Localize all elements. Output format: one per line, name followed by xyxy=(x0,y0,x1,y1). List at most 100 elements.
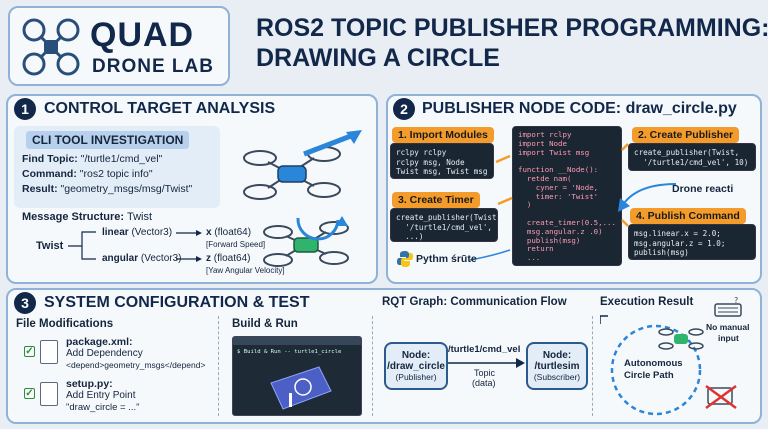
node1-id: /draw_circle xyxy=(387,361,445,372)
step-create-timer: 3. Create Timer xyxy=(392,192,480,208)
find-topic-label: Find Topic: xyxy=(22,153,78,165)
x-field: x (float64) xyxy=(206,227,251,238)
import-code-box: rclpy rclpy rclpy msg, Node Twist msg, T… xyxy=(390,143,494,179)
command-value: "ros2 topic info" xyxy=(79,168,153,180)
angular-field: angular (Vector3) xyxy=(102,253,181,264)
pkg-line2: <depend>geometry_msgs</depend> xyxy=(66,360,206,370)
auto-line1: Autonomous xyxy=(624,358,683,369)
cli-title: CLI TOOL INVESTIGATION xyxy=(26,131,190,149)
linear-field: linear (Vector3) xyxy=(102,227,172,238)
terminal-text: $ Build & Run -- turtle1_circle xyxy=(237,349,342,355)
x-desc: [Forward Speed] xyxy=(206,240,266,249)
topic-label: Topic xyxy=(474,368,496,378)
z-name: z xyxy=(206,253,211,264)
topic-data: (data) xyxy=(472,378,496,388)
main-code-editor: import rclpy import Node import Twist ms… xyxy=(512,126,622,266)
z-type: (float64) xyxy=(213,253,251,264)
section-1-title: CONTROL TARGET ANALYSIS xyxy=(44,100,276,117)
find-topic-row: Find Topic: "/turtle1/cmd_vel" xyxy=(22,153,162,165)
message-structure-value: Twist xyxy=(126,211,153,223)
node-draw-circle: Node: /draw_circle (Publisher) xyxy=(384,342,448,390)
publisher-code-box: create_publisher(Twist, '/turtle1/cmd_ve… xyxy=(628,143,756,171)
circle-path-icon xyxy=(600,315,737,416)
quadcopter-logo-icon xyxy=(22,18,80,76)
setup-line1: Add Entry Point xyxy=(66,390,136,401)
turtlesim-window-icon xyxy=(270,366,332,410)
drone-illustration-icon xyxy=(243,130,362,267)
step-create-publisher: 2. Create Publisher xyxy=(632,127,740,143)
angular-type: (Vector3) xyxy=(140,253,182,264)
terminal-titlebar xyxy=(233,337,361,345)
result-value: "geometry_msgs/msg/Twist" xyxy=(60,183,193,195)
step-publish-command: 4. Publish Command xyxy=(630,208,746,224)
message-structure-label: Message Structure: xyxy=(22,211,125,223)
node2-id: /turtlesim xyxy=(534,361,580,372)
command-row: Command: "ros2 topic info" xyxy=(22,168,153,180)
node2-role: (Subscriber) xyxy=(533,372,581,382)
result-label: Result: xyxy=(22,183,58,195)
no-manual-line1: No manual xyxy=(706,322,750,332)
divider-3 xyxy=(592,316,593,416)
file-mod-title: File Modifications xyxy=(16,318,114,330)
main-code-text: import rclpy import Node import Twist ms… xyxy=(518,130,616,263)
pkg-file-icon xyxy=(40,340,58,364)
divider-2 xyxy=(372,316,373,416)
x-name: x xyxy=(206,227,212,238)
auto-line2: Circle Path xyxy=(624,370,674,381)
drone-react-label: Drone reacti xyxy=(672,183,734,195)
pkg-name: package.xml: xyxy=(66,336,133,348)
find-topic-value: "/turtle1/cmd_vel" xyxy=(80,153,163,165)
rqt-title: RQT Graph: Communication Flow xyxy=(382,296,567,308)
node2-name: Node: xyxy=(542,350,572,361)
timer-code: create_publisher(Twist, '/turtle1/cmd_ve… xyxy=(396,213,502,241)
twist-tree-lines xyxy=(68,230,202,262)
timer-code-box: create_publisher(Twist, '/turtle1/cmd_ve… xyxy=(390,208,502,242)
step-import-modules: 1. Import Modules xyxy=(392,127,494,143)
pkg-check-icon: ✓ xyxy=(24,346,35,357)
twist-root: Twist xyxy=(36,240,64,252)
brand-line2: DRONE LAB xyxy=(92,56,214,77)
section-3-title: SYSTEM CONFIGURATION & TEST xyxy=(44,294,310,311)
no-manual-line2: input xyxy=(718,333,739,343)
brand-logo: QUAD DRONE LAB xyxy=(8,6,230,86)
publisher-code: create_publisher(Twist, '/turtle1/cmd_ve… xyxy=(634,148,749,167)
import-code: rclpy rclpy rclpy msg, Node Twist msg, T… xyxy=(396,148,488,176)
brand-line1: QUAD xyxy=(90,16,195,54)
section-3-number: 3 xyxy=(14,292,36,314)
code-arrows xyxy=(469,143,677,261)
message-structure: Message Structure: Twist xyxy=(22,211,152,223)
z-desc: [Yaw Angular Velocity] xyxy=(206,266,285,275)
divider-1 xyxy=(218,316,219,416)
linear-type: (Vector3) xyxy=(131,227,173,238)
result-row: Result: "geometry_msgs/msg/Twist" xyxy=(22,183,192,195)
linear-name: linear xyxy=(102,227,129,238)
page-title-line2: DRAWING A CIRCLE xyxy=(256,44,500,72)
setup-name: setup.py: xyxy=(66,378,113,390)
keyboard-question-icon: ? xyxy=(714,296,742,317)
section-2-number: 2 xyxy=(393,98,415,120)
x-type: (float64) xyxy=(214,227,252,238)
setup-file-icon xyxy=(40,382,58,406)
section-2-title: PUBLISHER NODE CODE: draw_circle.py xyxy=(422,100,737,117)
node-turtlesim: Node: /turtlesim (Subscriber) xyxy=(526,342,588,390)
build-title: Build & Run xyxy=(232,318,298,330)
setup-line2: "draw_circle = ..." xyxy=(66,402,140,413)
command-label: Command: xyxy=(22,168,77,180)
pkg-line1: Add Dependency xyxy=(66,348,143,359)
exec-title: Execution Result xyxy=(600,296,694,308)
terminal-window: $ Build & Run -- turtle1_circle xyxy=(232,336,362,416)
node1-name: Node: xyxy=(401,350,431,361)
python-logo-icon xyxy=(397,251,413,267)
svg-text:?: ? xyxy=(734,296,738,305)
z-field: z (float64) xyxy=(206,253,250,264)
setup-check-icon: ✓ xyxy=(24,388,35,399)
page-title-line1: ROS2 TOPIC PUBLISHER PROGRAMMING: xyxy=(256,14,768,42)
angular-name: angular xyxy=(102,253,139,264)
publish-code-box: msg.linear.x = 2.0; msg.angular.z = 1.0;… xyxy=(628,224,756,260)
python-label: Pythm śrūte xyxy=(416,253,477,265)
publish-code: msg.linear.x = 2.0; msg.angular.z = 1.0;… xyxy=(634,229,726,257)
section-1-number: 1 xyxy=(14,98,36,120)
topic-arrow xyxy=(448,358,525,368)
topic-name: /turtle1/cmd_vel xyxy=(448,344,521,355)
node1-role: (Publisher) xyxy=(395,372,437,382)
